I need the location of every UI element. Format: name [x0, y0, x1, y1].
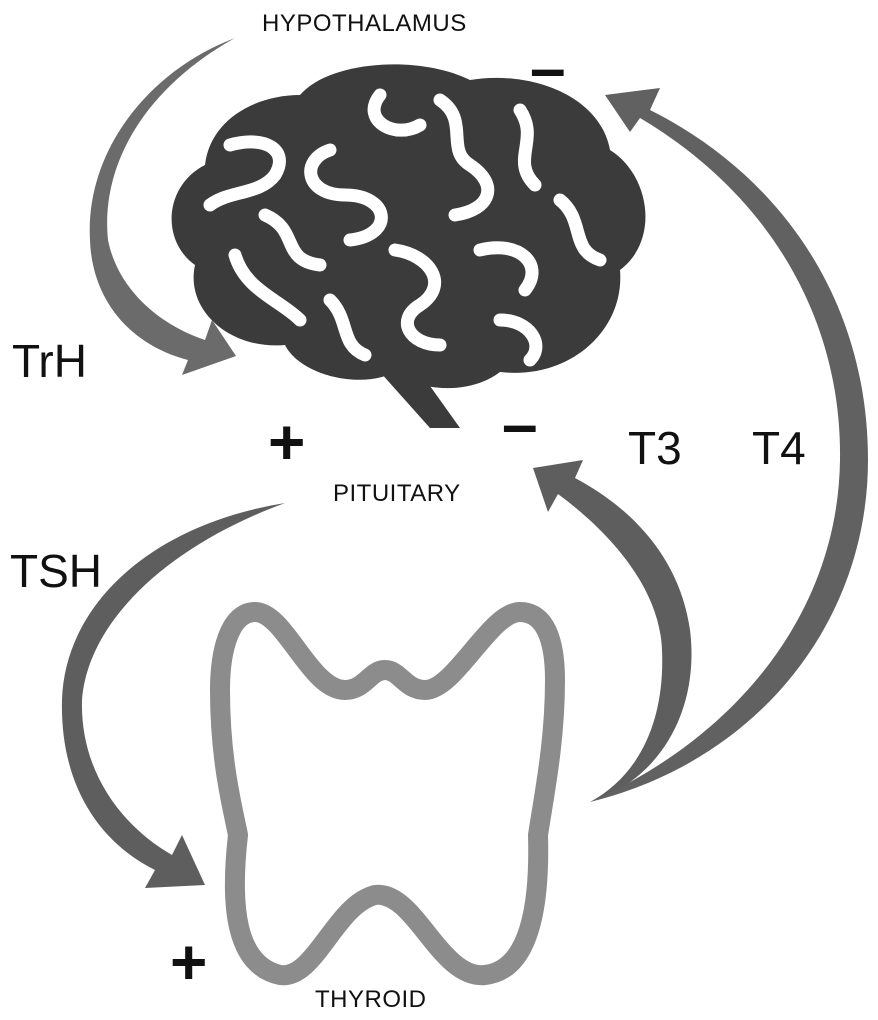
thyroid-gland-icon	[220, 612, 555, 975]
hypothalamus-label: HYPOTHALAMUS	[262, 12, 467, 36]
brain-icon	[172, 64, 646, 428]
t4-label: T4	[752, 425, 806, 471]
minus-sign-pituitary: –	[502, 392, 538, 456]
thyroid-label: THYROID	[315, 988, 427, 1012]
tsh-label: TSH	[10, 548, 102, 594]
pituitary-label: PITUITARY	[333, 482, 461, 506]
plus-sign-thyroid: +	[170, 930, 207, 994]
trh-label: TrH	[12, 338, 87, 384]
minus-sign-hypothalamus: –	[530, 36, 566, 100]
t3-label: T3	[628, 425, 682, 471]
plus-sign-pituitary: +	[268, 410, 305, 474]
